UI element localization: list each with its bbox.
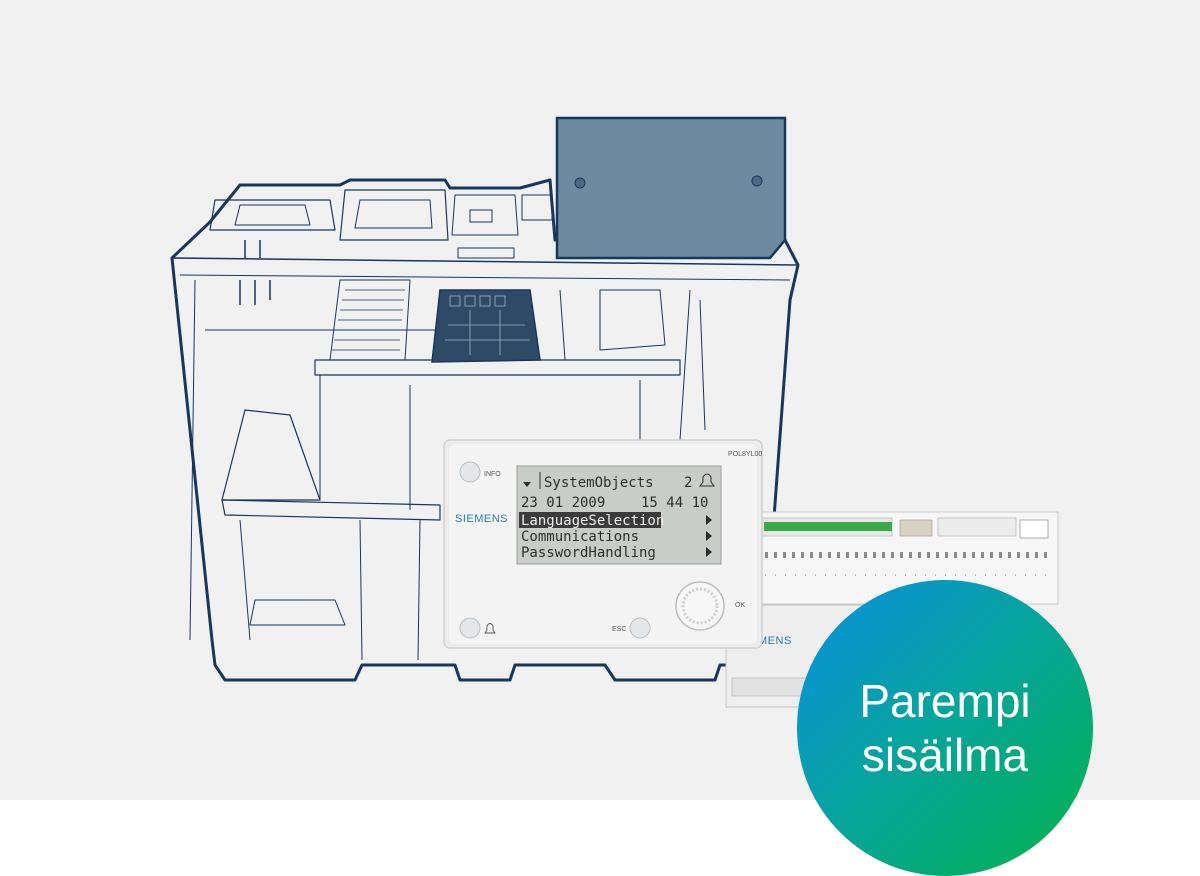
menu-item-password[interactable]: PasswordHandling (521, 545, 656, 561)
bell-icon (699, 473, 715, 487)
alarm-bell-icon (484, 623, 496, 634)
control-board-details (445, 295, 530, 355)
electrical-housing (555, 116, 787, 260)
lcd-page: 2 (684, 475, 692, 491)
menu-arrow-icon (706, 547, 712, 557)
menu-arrow-icon (706, 515, 712, 525)
controller-brand: MENS (758, 635, 792, 647)
lcd-arrow-icon (523, 482, 531, 487)
esc-label: ESC (612, 626, 626, 633)
lcd-date: 23 01 2009 (521, 495, 605, 511)
control-board (431, 289, 541, 363)
badge-line-2: sisäilma (861, 729, 1029, 781)
lcd-title: SystemObjects (544, 475, 654, 491)
panel-brand: SIEMENS (455, 513, 508, 525)
esc-button[interactable] (629, 617, 651, 639)
knob-grip (681, 587, 719, 625)
alarm-button[interactable] (459, 617, 481, 639)
lcd-time: 15 44 10 (641, 495, 708, 511)
ok-label: OK (735, 602, 745, 609)
menu-item-language[interactable]: LanguageSelection (521, 513, 664, 529)
lcd-selection-highlight (519, 512, 661, 528)
menu-arrow-icon (706, 531, 712, 541)
info-button[interactable] (459, 461, 481, 483)
panel-model: POL8YL00 (728, 451, 762, 458)
housing-lock-right (751, 175, 763, 187)
ventilation-unit-drawing (170, 178, 800, 682)
slogan-badge: Parempi sisäilma (797, 580, 1093, 876)
operator-panel: POL8YL00 INFO SIEMENS SystemObjects 2 23… (443, 439, 763, 649)
badge-line-1: Parempi (859, 675, 1031, 727)
info-label: INFO (484, 471, 501, 478)
menu-item-communications[interactable]: Communications (521, 529, 639, 545)
housing-lock-left (574, 177, 586, 189)
